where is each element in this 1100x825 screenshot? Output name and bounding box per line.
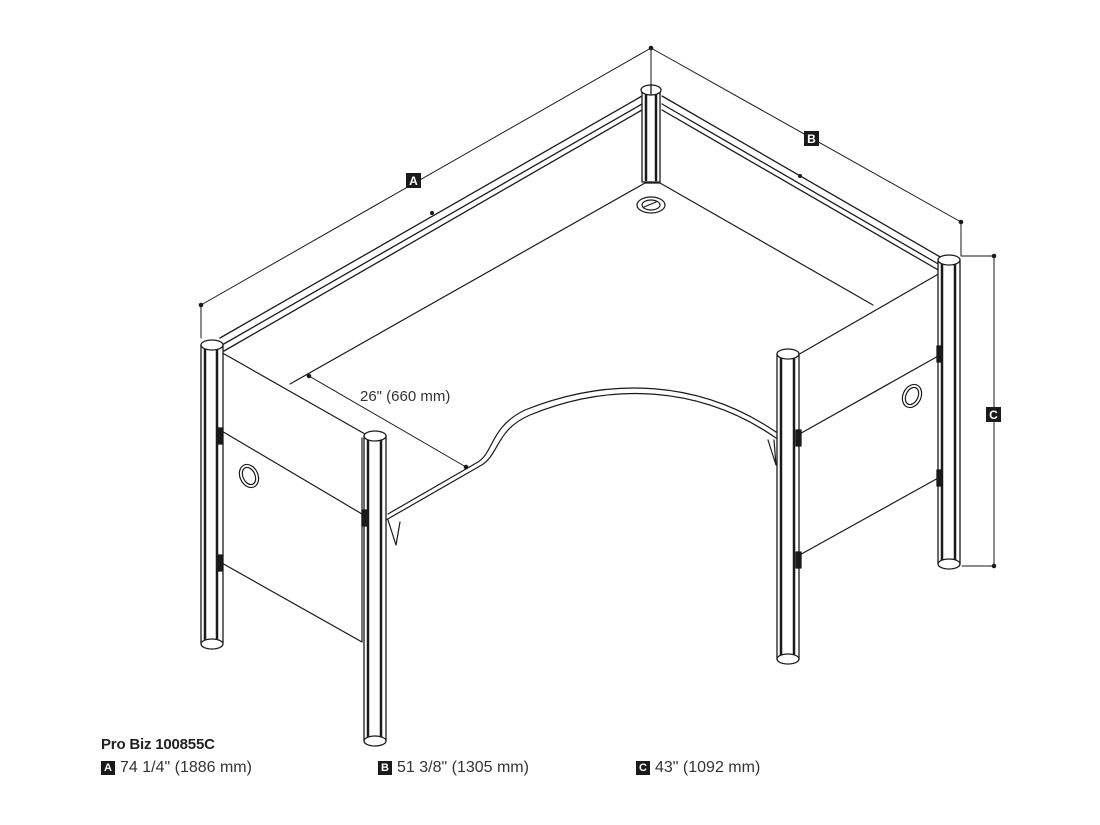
dimension-line-b [650, 47, 964, 257]
grommet-right-panel [901, 383, 923, 409]
desktop-surface [218, 182, 943, 546]
badge-b-label: B [807, 132, 816, 146]
back-rail-left [219, 95, 643, 352]
dimension-line-a [198, 45, 654, 339]
dimension-b-badge: B [378, 761, 392, 775]
spec-caption: Pro Biz 100855C A 74 1/4" (1886 mm) B 51… [101, 736, 760, 781]
leg-back-right [936, 254, 961, 570]
dimension-a-value: 74 1/4" (1886 mm) [120, 759, 252, 776]
dimension-a: A 74 1/4" (1886 mm) [101, 759, 252, 777]
badge-c-label: C [989, 408, 998, 422]
badge-a: A [406, 173, 421, 188]
dimension-c-value: 43" (1092 mm) [655, 759, 761, 776]
grommet-desktop [636, 196, 666, 214]
dimension-a-badge: A [101, 761, 115, 775]
dimension-b: B 51 3/8" (1305 mm) [378, 759, 529, 777]
badge-a-label: A [409, 174, 418, 188]
right-end-panel [795, 271, 941, 563]
dimension-list: A 74 1/4" (1886 mm) B 51 3/8" (1305 mm) … [101, 759, 760, 781]
back-rail-right [661, 95, 943, 272]
dimension-b-value: 51 3/8" (1305 mm) [397, 759, 529, 776]
leg-front-left [361, 430, 387, 747]
leg-back-corner [640, 83, 662, 183]
leg-front-right [776, 348, 802, 665]
badge-c: C [986, 407, 1001, 422]
badge-b: B [804, 131, 819, 146]
depth-dimension-label: 26" (660 mm) [360, 388, 450, 405]
grommet-left-panel [238, 463, 260, 489]
leg-front-left-back [200, 339, 224, 650]
product-title: Pro Biz 100855C [101, 736, 215, 753]
dimension-c: C 43" (1092 mm) [636, 759, 760, 777]
dimension-c-badge: C [636, 761, 650, 775]
